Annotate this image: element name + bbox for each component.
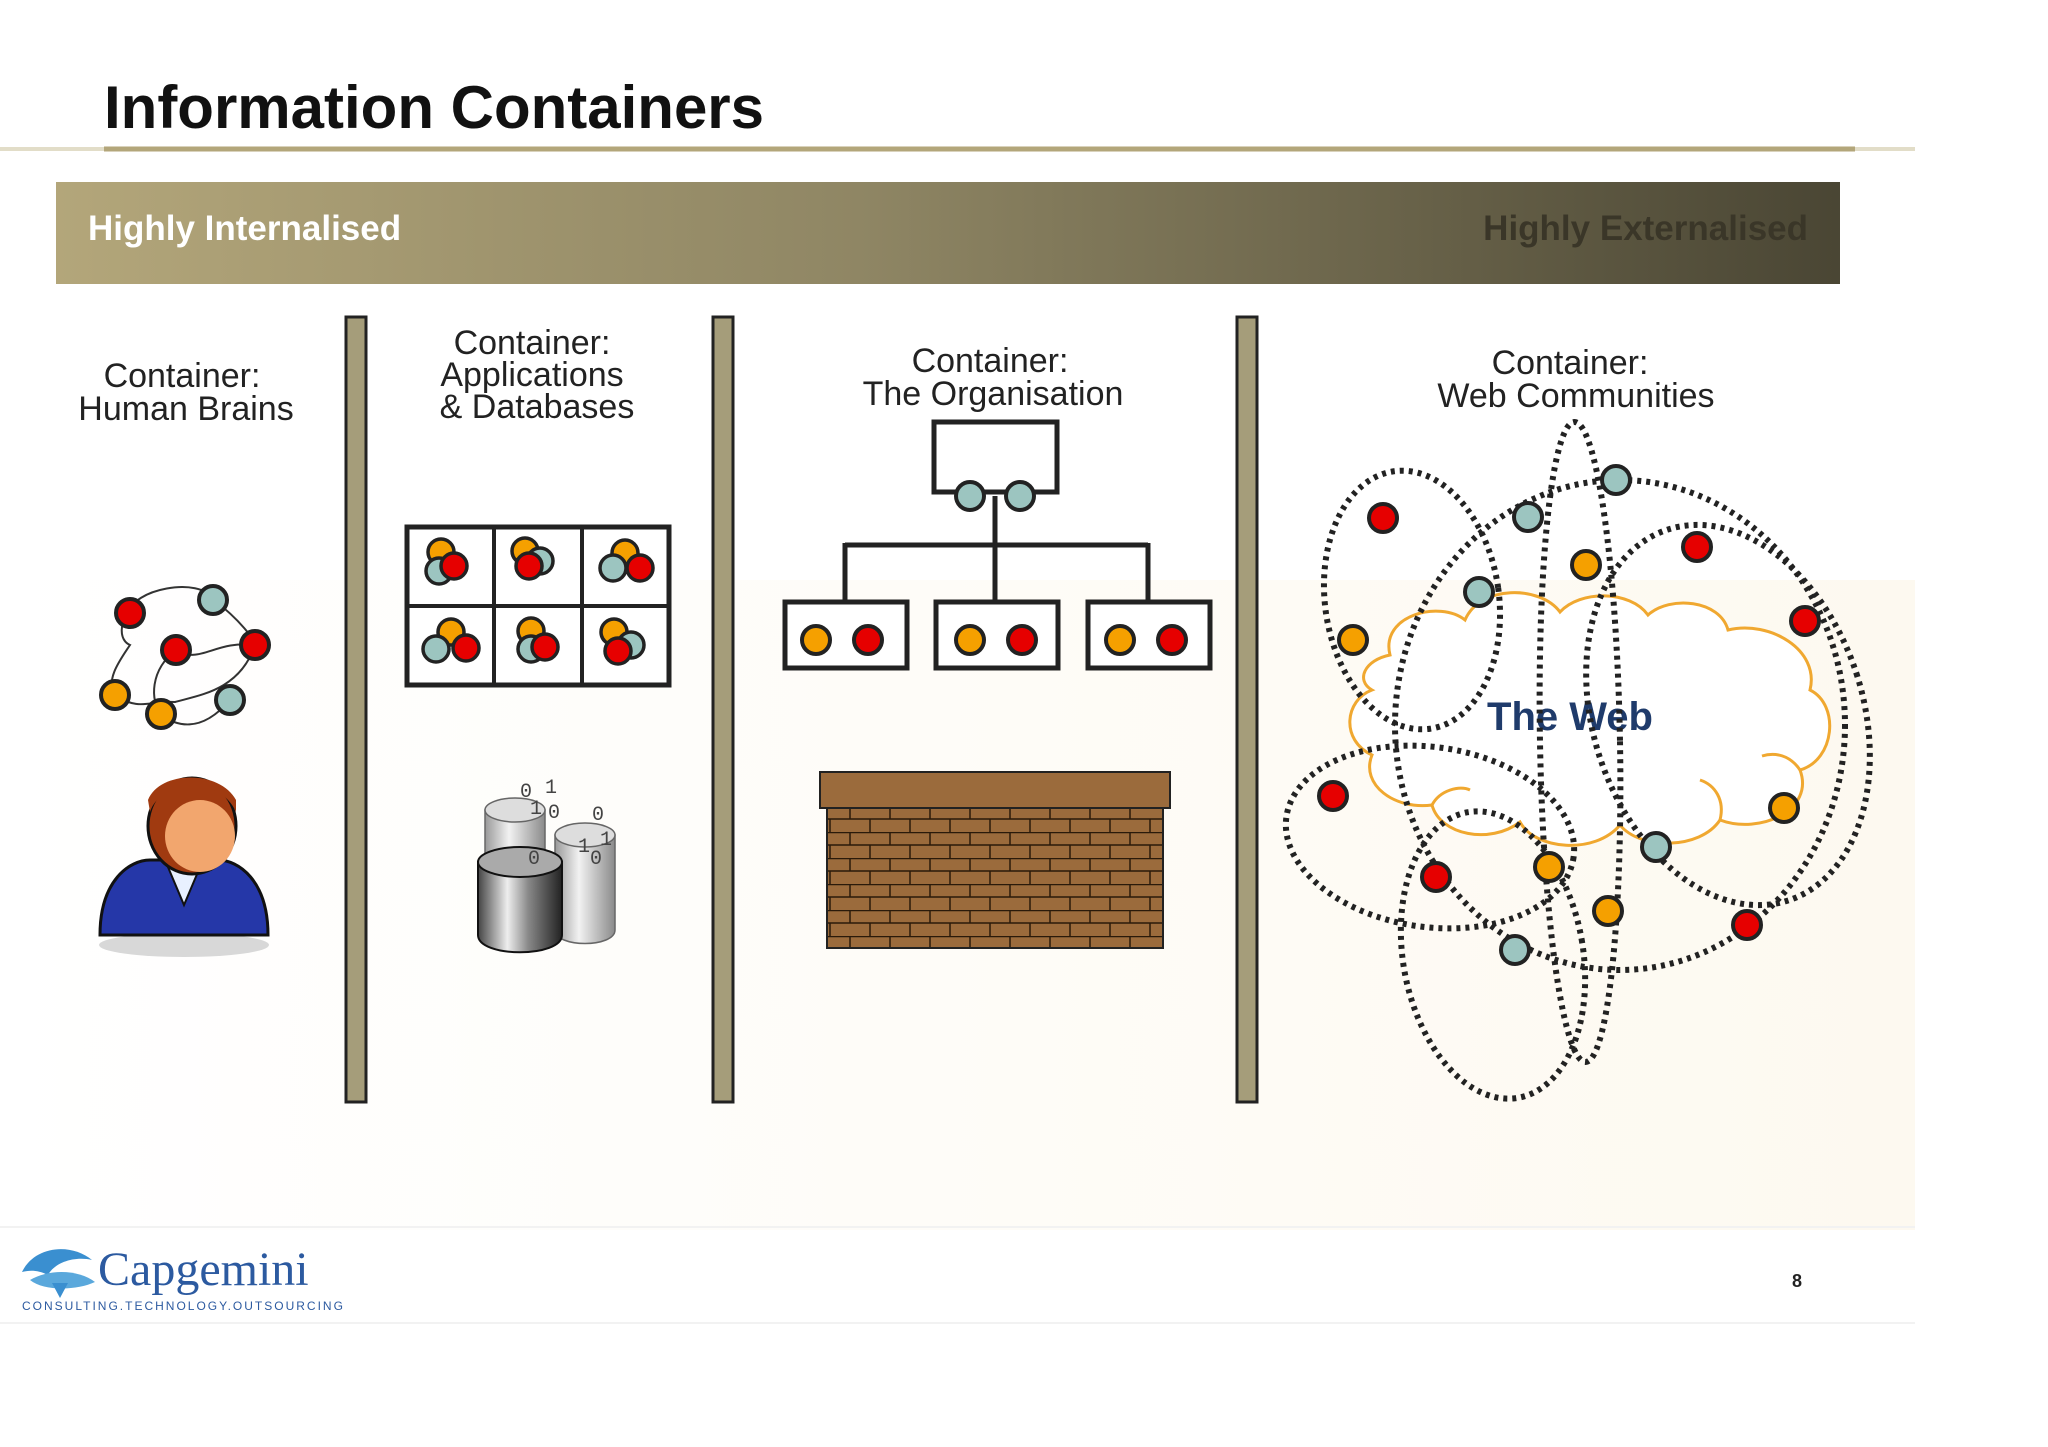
band-right-label: Highly Externalised xyxy=(1483,209,1808,248)
application-grid xyxy=(404,524,672,688)
db-bit: 0 xyxy=(548,802,560,825)
container-label-brains: Container: Human Brains xyxy=(78,357,293,428)
db-bit: 1 xyxy=(530,798,542,821)
db-bit: 0 xyxy=(520,781,532,804)
db-bit: 0 xyxy=(590,848,602,871)
slide-title: Information Containers xyxy=(104,74,764,141)
web-label: The Web xyxy=(1487,695,1653,739)
container-label-line: Container: xyxy=(104,357,261,395)
logo-wordmark: Capgemini xyxy=(98,1243,309,1296)
container-label-organisation: Container: The Organisation xyxy=(863,342,1124,413)
column-dividers xyxy=(344,315,1259,1104)
internalisation-band: Highly Internalised Highly Externalised xyxy=(56,182,1840,284)
container-label-line: & Databases xyxy=(440,388,635,426)
db-bit: 1 xyxy=(578,836,590,859)
container-label-web: Container: Web Communities xyxy=(1437,344,1714,415)
person-icon xyxy=(98,776,270,957)
divider-3 xyxy=(1235,315,1259,1104)
band-gradient xyxy=(56,182,1840,284)
database-icon: 0 1 1 0 0 1 1 0 0 xyxy=(477,777,616,954)
band-left-label: Highly Internalised xyxy=(88,209,401,248)
divider-2 xyxy=(711,315,735,1104)
db-bit: 1 xyxy=(600,829,612,852)
container-label-line: The Organisation xyxy=(863,375,1124,413)
container-label-line: Applications xyxy=(440,356,623,394)
db-bit: 0 xyxy=(592,804,604,827)
org-chart xyxy=(782,419,1213,671)
divider-1 xyxy=(344,315,368,1104)
db-bit: 1 xyxy=(545,777,557,800)
container-label-applications: Container: Applications & Databases xyxy=(440,324,635,426)
brain-network xyxy=(99,584,271,730)
container-label-line: Container: xyxy=(454,324,611,362)
container-label-line: Container: xyxy=(1492,344,1649,382)
logo-tagline: CONSULTING.TECHNOLOGY.OUTSOURCING xyxy=(22,1299,345,1313)
capgemini-logo: Capgemini CONSULTING.TECHNOLOGY.OUTSOURC… xyxy=(22,1243,345,1313)
container-label-line: Container: xyxy=(912,342,1069,380)
container-label-line: Human Brains xyxy=(78,390,293,428)
page-number: 8 xyxy=(1792,1271,1802,1291)
web-nodes xyxy=(1317,464,1821,966)
firewall-icon xyxy=(819,771,1171,949)
container-label-line: Web Communities xyxy=(1437,377,1714,415)
db-bit: 0 xyxy=(528,848,540,871)
